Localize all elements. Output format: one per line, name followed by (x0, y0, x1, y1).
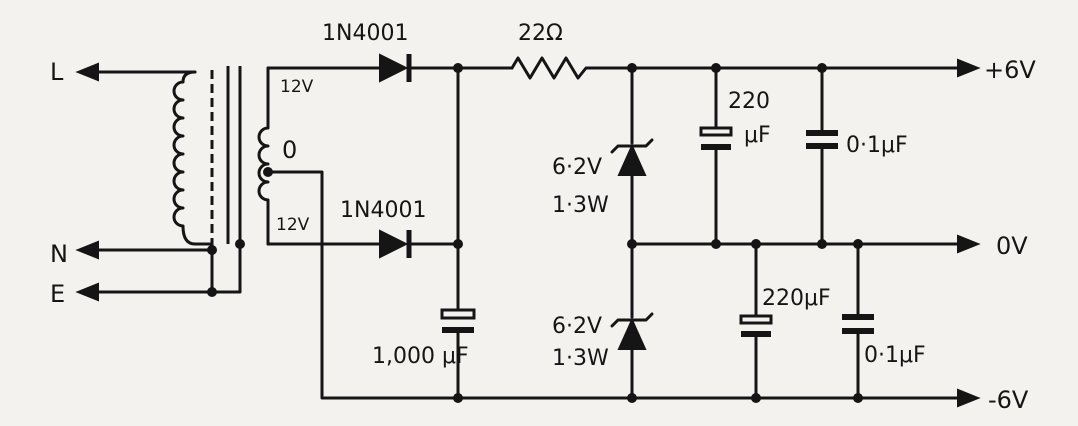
secondary-wiring (266, 66, 962, 400)
junction-dot (453, 63, 463, 73)
capacitor-positive-plate (440, 308, 476, 320)
positive-rail (630, 58, 981, 78)
cap-bottom-ceramic-label: 0·1μF (864, 343, 926, 368)
terminal-live-label: L (50, 58, 64, 86)
positive-output-arrow-icon (957, 58, 981, 78)
lower-secondary-label: 12V (276, 215, 310, 235)
zero-rail (630, 234, 981, 254)
diode-icon (379, 229, 409, 259)
zener-top-power: 1·3W (552, 193, 609, 218)
transformer (172, 66, 273, 246)
positive-output-label: +6V (984, 56, 1036, 84)
zener-diode-icon (617, 317, 647, 350)
zener-top (610, 63, 654, 246)
live-arrow-icon (75, 62, 99, 82)
cap-top-electrolytic-value: 220 (728, 89, 770, 114)
terminal-neutral-label: N (50, 240, 68, 268)
zener-bottom-voltage: 6·2V (552, 314, 602, 339)
junction-dot (853, 239, 863, 249)
diode-bottom-label: 1N4001 (340, 198, 426, 223)
primary-winding (172, 70, 197, 246)
zener-bottom (610, 239, 654, 403)
cap-bottom-ceramic (842, 239, 874, 403)
neutral-arrow-icon (75, 240, 99, 260)
resistor (510, 56, 634, 80)
zero-output-arrow-icon (957, 234, 981, 254)
junction-dot (627, 393, 637, 403)
junction-dot (453, 239, 463, 249)
negative-output-arrow-icon (957, 388, 981, 408)
negative-output-label: -6V (988, 386, 1029, 414)
main-capacitor-label: 1,000 μF (372, 344, 469, 369)
capacitor-positive-plate (739, 314, 773, 325)
terminal-earth-label: E (50, 280, 65, 308)
junction-dot (207, 245, 217, 255)
zener-diode-icon (617, 143, 647, 176)
diode-bottom (379, 229, 460, 259)
diode-top-label: 1N4001 (322, 21, 408, 46)
resistor-label: 22Ω (518, 21, 563, 46)
junction-dot (751, 393, 761, 403)
cap-top-ceramic-label: 0·1μF (846, 133, 908, 158)
main-capacitor (440, 63, 476, 403)
cap-bottom-electrolytic-label: 220μF (762, 286, 831, 311)
zener-bottom-power: 1·3W (552, 346, 609, 371)
zero-output-label: 0V (996, 232, 1028, 260)
mains-input (75, 62, 245, 302)
negative-rail (957, 388, 981, 408)
junction-dot (751, 239, 761, 249)
secondary-winding (257, 66, 270, 246)
junction-dot (711, 63, 721, 73)
cap-bottom-electrolytic (739, 239, 773, 403)
diode-top (379, 53, 514, 83)
junction-dot (817, 239, 827, 249)
cap-top-electrolytic-unit: μF (744, 123, 771, 148)
junction-dot (817, 63, 827, 73)
earth-arrow-icon (75, 282, 99, 302)
junction-dot (453, 393, 463, 403)
capacitor-positive-plate (699, 126, 733, 137)
cap-top-electrolytic (699, 63, 733, 249)
junction-dot (711, 239, 721, 249)
cap-top-ceramic (806, 63, 838, 249)
center-tap-label: 0 (282, 136, 297, 164)
junction-dot (853, 393, 863, 403)
upper-secondary-label: 12V (280, 77, 314, 97)
junction-dot (207, 287, 217, 297)
diode-icon (379, 53, 409, 83)
zener-top-voltage: 6·2V (552, 155, 602, 180)
